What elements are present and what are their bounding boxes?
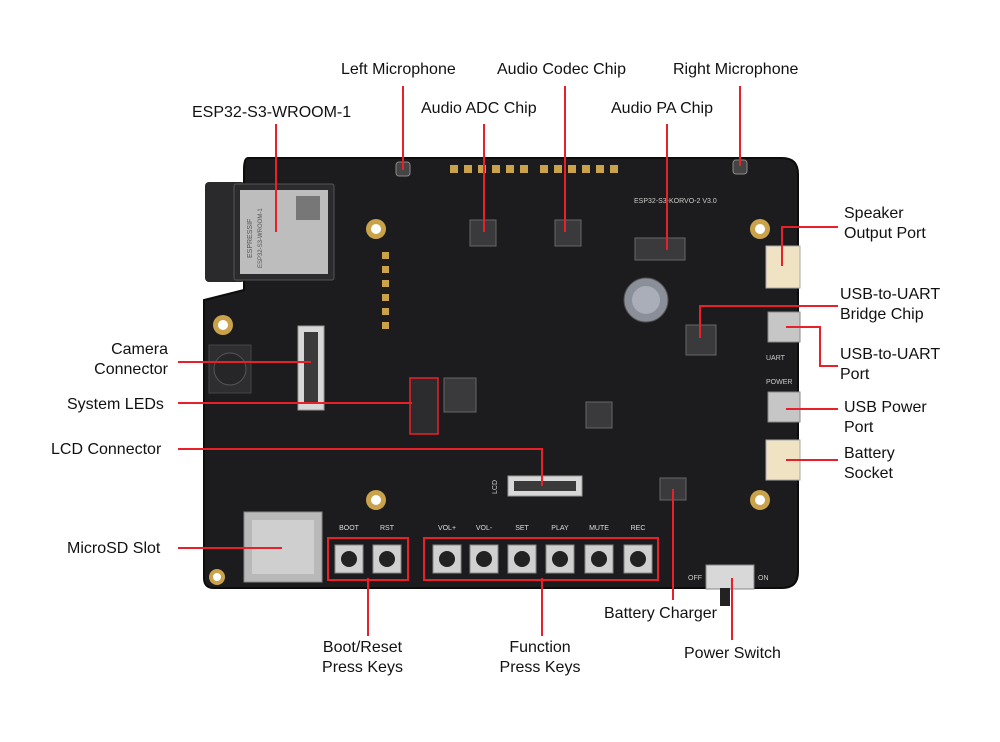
- press-key-vol-minusplus: VOL+: [432, 525, 462, 574]
- label-lcd-connector: LCD Connector: [51, 441, 162, 458]
- label-usb-uart-port: USB-to-UART Port: [840, 346, 941, 383]
- press-key-rec: REC: [623, 525, 653, 574]
- label-audio-codec: Audio Codec Chip: [497, 61, 626, 78]
- power-silk: POWER: [766, 379, 792, 386]
- label-speaker-port: Speaker Output Port: [844, 205, 926, 242]
- label-esp32: ESP32-S3-WROOM-1: [192, 104, 352, 121]
- svg-text:VOL+: VOL+: [438, 525, 456, 532]
- mounting-holes: [209, 219, 770, 585]
- uart-silk: UART: [766, 355, 786, 362]
- svg-text:RST: RST: [380, 525, 395, 532]
- label-power-switch: Power Switch: [684, 645, 781, 662]
- esp32-module: ESPRESSIF ESP32-S3-WROOM-1: [233, 183, 335, 281]
- press-key-vol-minus: VOL-: [469, 525, 499, 574]
- label-audio-adc: Audio ADC Chip: [421, 100, 537, 117]
- key-group-function: [423, 537, 659, 581]
- label-usb-power-port: USB Power Port: [844, 399, 927, 436]
- svg-text:REC: REC: [631, 525, 646, 532]
- press-key-mute: MUTE: [584, 525, 614, 574]
- label-battery-socket: Battery Socket: [844, 445, 895, 482]
- press-key-boot: BOOT: [334, 525, 364, 574]
- press-key-play: PLAY: [545, 525, 575, 574]
- callout-speaker: [781, 226, 838, 266]
- callout-lines: [178, 86, 838, 640]
- label-battery-charger: Battery Charger: [604, 605, 717, 622]
- svg-text:SET: SET: [515, 525, 529, 532]
- svg-text:MUTE: MUTE: [589, 525, 609, 532]
- power-switch: [705, 564, 755, 590]
- usb-power-port: [767, 391, 801, 423]
- label-left-mic: Left Microphone: [341, 61, 456, 78]
- svg-text:PLAY: PLAY: [551, 525, 569, 532]
- label-boot-reset-keys: Boot/Reset Press Keys: [322, 639, 403, 676]
- label-camera-connector: Camera Connector: [94, 341, 168, 378]
- press-key-set: SET: [507, 525, 537, 574]
- chips: [443, 219, 717, 501]
- callout-lcd: [178, 448, 543, 486]
- label-right-mic: Right Microphone: [673, 61, 799, 78]
- on-silk: ON: [758, 575, 769, 582]
- svg-text:VOL-: VOL-: [476, 525, 493, 532]
- label-system-leds: System LEDs: [67, 396, 164, 413]
- label-microsd-slot: MicroSD Slot: [67, 540, 161, 557]
- press-key-rst: RST: [372, 525, 402, 574]
- module-name-text: ESP32-S3-WROOM-1: [258, 208, 264, 268]
- press-keys: BOOT RST VOL+ VOL- SET PLAY MUTE REC: [334, 525, 653, 574]
- label-usb-uart-bridge: USB-to-UART Bridge Chip: [840, 286, 941, 323]
- callout-usb-uart-port: [786, 326, 838, 367]
- key-group-boot-reset: [327, 537, 409, 581]
- header-pins: [382, 165, 618, 329]
- label-function-keys: Function Press Keys: [499, 639, 581, 676]
- label-audio-pa: Audio PA Chip: [611, 100, 713, 117]
- module-brand-text: ESPRESSIF: [247, 219, 254, 258]
- off-silk: OFF: [688, 575, 702, 582]
- pcb-board: [203, 157, 799, 589]
- callout-usb-uart-bridge: [699, 305, 838, 338]
- system-leds: [409, 377, 439, 435]
- lcd-silk: LCD: [492, 480, 499, 494]
- board-name-silk: ESP32-S3-KORVO-2 V3.0: [634, 198, 717, 205]
- svg-text:BOOT: BOOT: [339, 525, 360, 532]
